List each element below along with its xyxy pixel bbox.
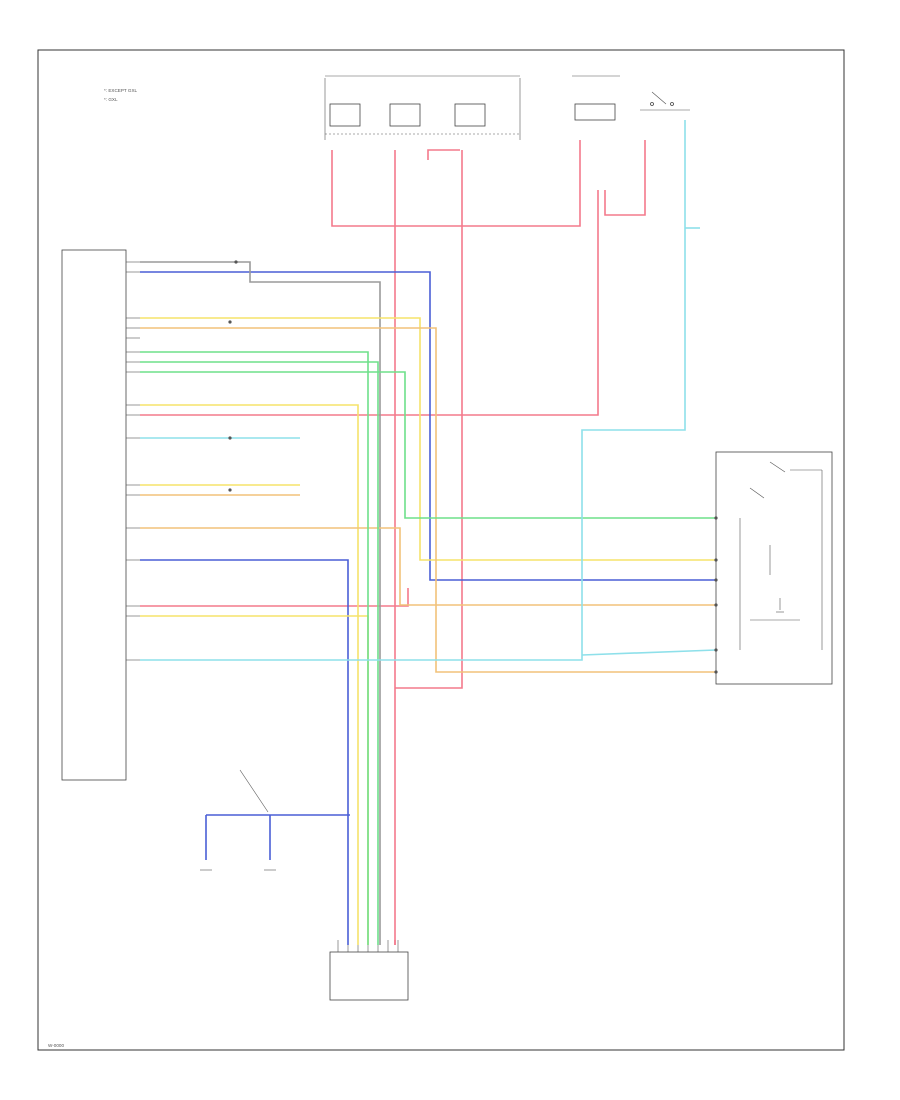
right-module-internals <box>739 461 823 650</box>
yellow-wires <box>140 317 716 945</box>
switch-icon <box>769 461 786 473</box>
right-switch-module <box>715 451 833 685</box>
legend-line-2: *: GXL <box>104 97 118 102</box>
legend-line-1: *: EXCEPT GXL <box>104 88 138 93</box>
cyan-wires <box>140 120 717 661</box>
red-wires <box>140 140 646 945</box>
top-fuse-block <box>324 75 521 140</box>
annotation-leader <box>239 769 269 813</box>
green-wires <box>140 351 716 945</box>
blue-wires <box>140 271 716 945</box>
gray-wires <box>140 261 381 945</box>
switch-icon <box>651 91 667 105</box>
orange-wires <box>140 327 716 673</box>
switch-icon <box>749 487 765 499</box>
diagram-frame <box>37 49 845 1051</box>
connector-icon <box>228 260 718 674</box>
left-control-module <box>61 249 127 781</box>
left-module-pins <box>126 261 140 661</box>
bottom-connector <box>329 951 409 1001</box>
footer-code: W-0000 <box>48 1043 64 1048</box>
top-right-relay <box>572 75 690 121</box>
